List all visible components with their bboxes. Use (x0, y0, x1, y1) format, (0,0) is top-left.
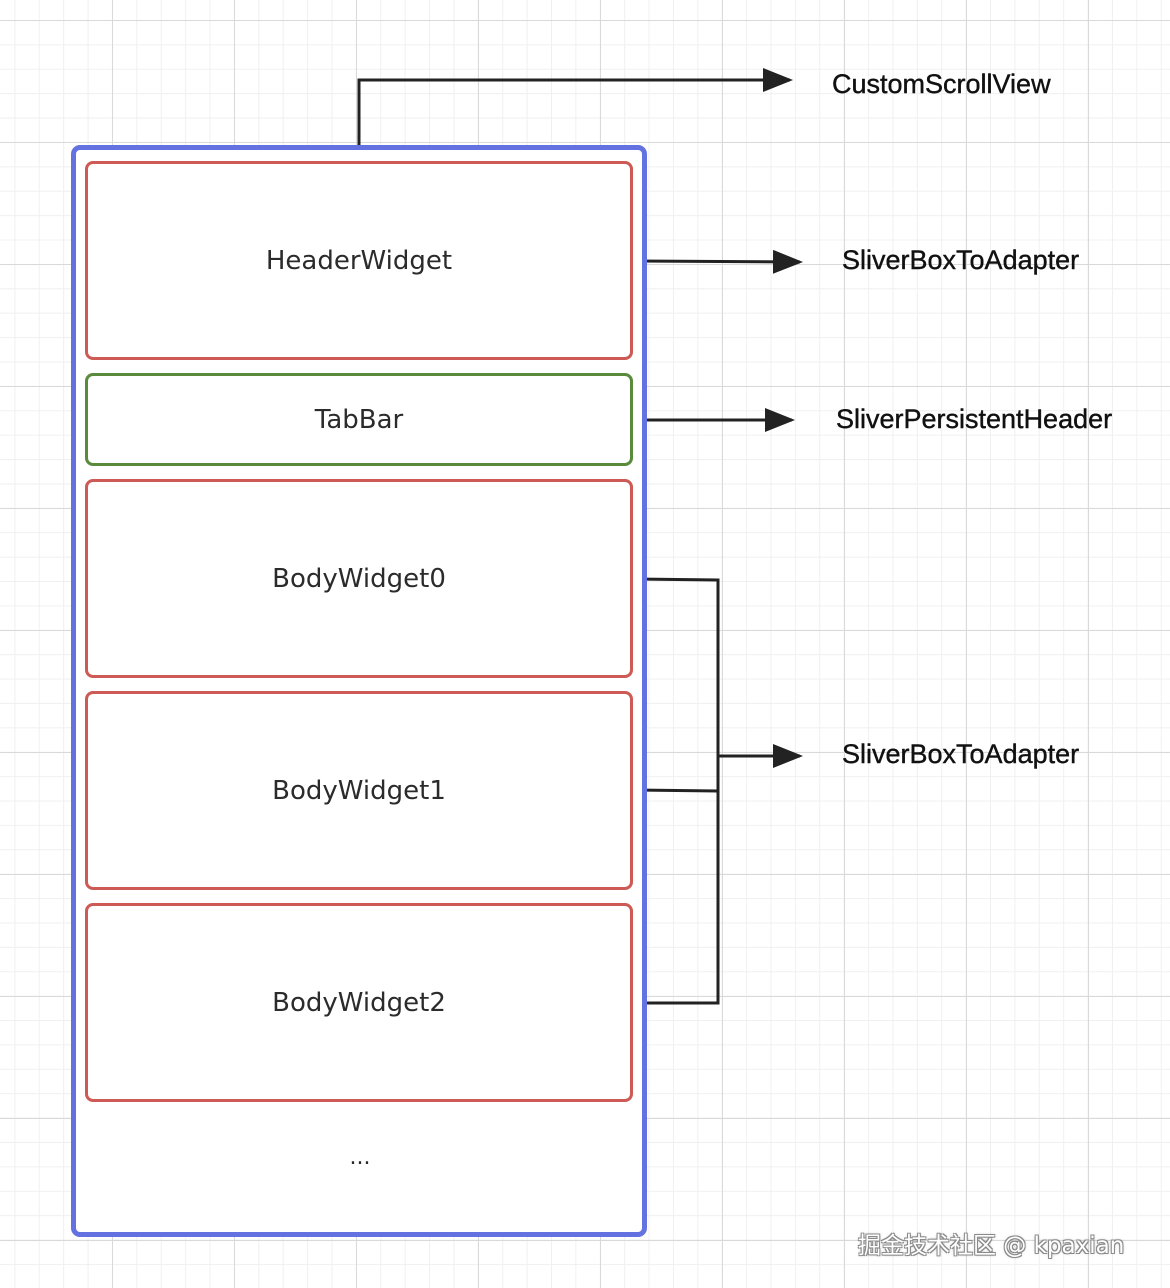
tabbar-block: TabBar (85, 373, 633, 466)
body-widget-0-block: BodyWidget0 (85, 479, 633, 678)
header-sliver-type-label: SliverBoxToAdapter (842, 245, 1080, 275)
header-widget-label: HeaderWidget (265, 245, 453, 276)
connector-customscrollview (357, 68, 793, 145)
customscrollview-label: CustomScrollView (832, 69, 1051, 99)
body-group-sliver-type-label: SliverBoxToAdapter (842, 739, 1080, 769)
body-widget-0-label: BodyWidget0 (272, 563, 446, 594)
body-widget-2-block: BodyWidget2 (85, 903, 633, 1102)
header-widget-block: HeaderWidget (85, 161, 633, 360)
connector-header (632, 249, 803, 274)
tabbar-label: TabBar (314, 404, 404, 435)
body-widget-1-block: BodyWidget1 (85, 691, 633, 890)
more-items-ellipsis: ... (349, 1145, 371, 1170)
body-widget-1-label: BodyWidget1 (272, 775, 446, 806)
watermark: 掘金技术社区 @ kpaxian (858, 1233, 1125, 1259)
tabbar-sliver-type-label: SliverPersistentHeader (836, 404, 1113, 434)
body-widget-2-label: BodyWidget2 (272, 987, 446, 1018)
